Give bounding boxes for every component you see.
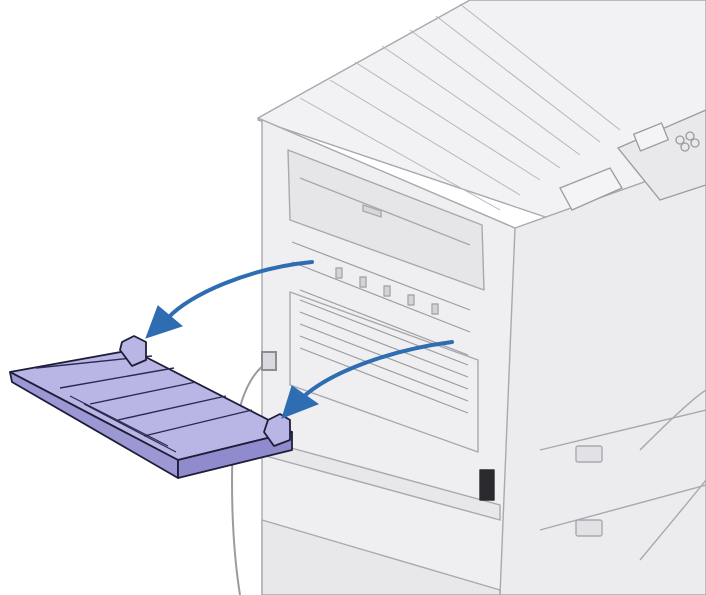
- hinge-tab-left: [119, 335, 147, 367]
- top-ribbing: [299, 3, 621, 211]
- arrow-icon: [145, 260, 454, 419]
- drawer-handle-1: [575, 445, 603, 463]
- printer-icon: [257, 0, 706, 595]
- drawer-handle-2: [575, 519, 603, 537]
- printer-right-face: [499, 159, 706, 595]
- side-latch: [479, 469, 495, 501]
- arrow-lower-shaft: [300, 340, 454, 400]
- hinge-tab-right: [263, 413, 291, 447]
- printer-top-surface: [257, 0, 706, 223]
- tray-icon: [9, 335, 293, 479]
- lower-door: [289, 291, 479, 453]
- operator-panel-icon: [559, 109, 706, 211]
- drawer-2: [261, 519, 501, 595]
- power-cable-icon: [230, 351, 277, 595]
- arrow-upper-shaft: [166, 260, 314, 320]
- guide-tabs: [335, 267, 439, 315]
- arrow-upper-head: [145, 305, 184, 339]
- arrow-lower-head: [281, 385, 320, 419]
- output-slot: [287, 149, 485, 291]
- tray-side-wall: [177, 431, 293, 479]
